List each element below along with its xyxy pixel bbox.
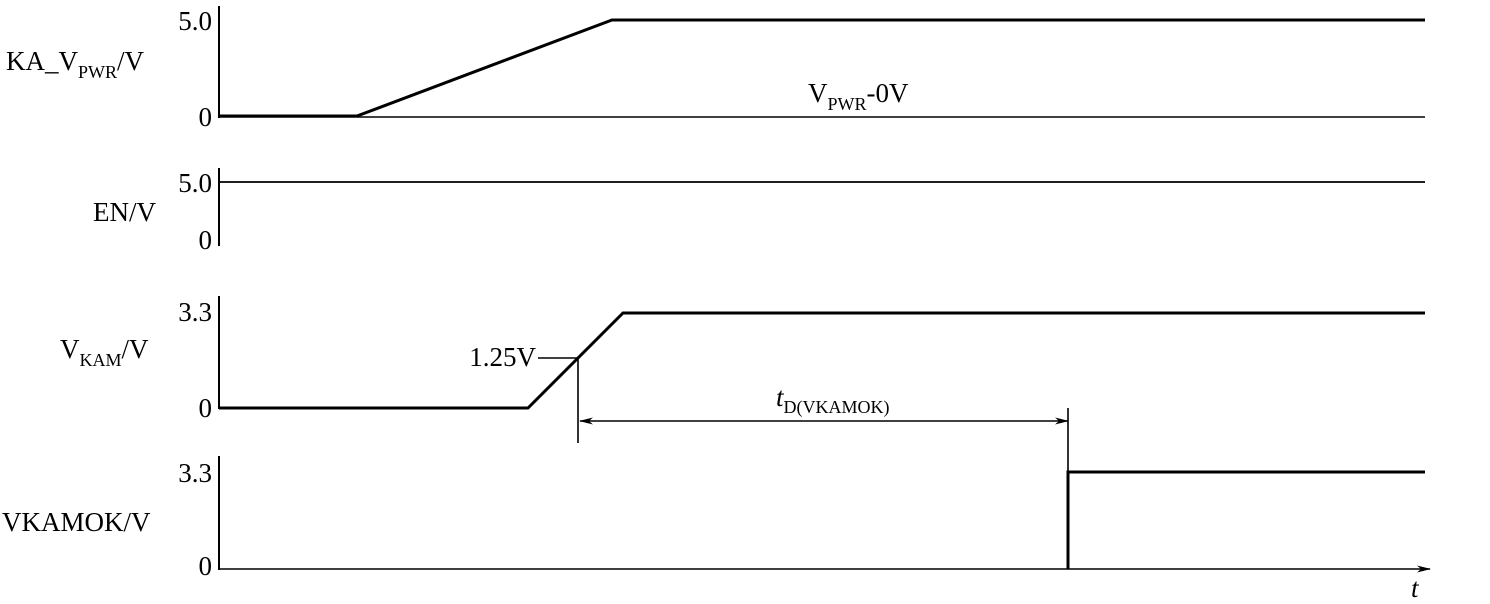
vkam-label-tail: /V	[122, 334, 150, 364]
panel-en: 5.0 0 EN/V	[93, 168, 1425, 255]
vkamok-waveform	[1066, 470, 1425, 569]
vkamok-label: VKAMOK/V	[2, 507, 151, 537]
vpwr-level-main: V	[808, 78, 828, 108]
en-label: EN/V	[93, 197, 156, 227]
vkam-tick-low: 0	[199, 393, 213, 423]
panel-vkamok: 3.3 0 VKAMOK/V t	[2, 408, 1431, 603]
delay-label-main: t	[776, 382, 785, 412]
panel-ka-vpwr: 5.0 0 KA_VPWR/V VPWR-0V	[6, 6, 1425, 132]
ka-vpwr-label-tail: /V	[117, 46, 145, 76]
threshold-label: 1.25V	[469, 342, 536, 372]
en-tick-low: 0	[199, 225, 213, 255]
vkam-tick-high: 3.3	[178, 297, 212, 327]
ka-vpwr-label-main: KA_V	[6, 46, 78, 76]
time-axis-label: t	[1411, 573, 1420, 603]
ka-vpwr-tick-low: 0	[199, 102, 213, 132]
vkamok-tick-high: 3.3	[178, 458, 212, 488]
vkam-label-main: V	[60, 334, 80, 364]
vkam-label: VKAM/V	[60, 334, 149, 370]
vpwr-level-tail: -0V	[867, 78, 909, 108]
vkamok-tick-low: 0	[199, 551, 213, 581]
vpwr-level-sub: PWR	[828, 94, 867, 114]
delay-label-sub: D(VKAMOK)	[784, 397, 890, 418]
ka-vpwr-label-sub: PWR	[78, 62, 117, 82]
ka-vpwr-tick-high: 5.0	[178, 6, 212, 36]
delay-label: tD(VKAMOK)	[776, 382, 890, 418]
en-tick-high: 5.0	[178, 168, 212, 198]
ka-vpwr-label: KA_VPWR/V	[6, 46, 145, 82]
vkam-label-sub: KAM	[80, 350, 122, 370]
vkam-waveform	[219, 311, 1425, 410]
ka-vpwr-waveform	[219, 18, 1425, 118]
vpwr-level-annotation: VPWR-0V	[808, 78, 909, 114]
panel-vkam: 3.3 0 VKAM/V 1.25V tD(VKAMOK)	[60, 296, 1425, 443]
